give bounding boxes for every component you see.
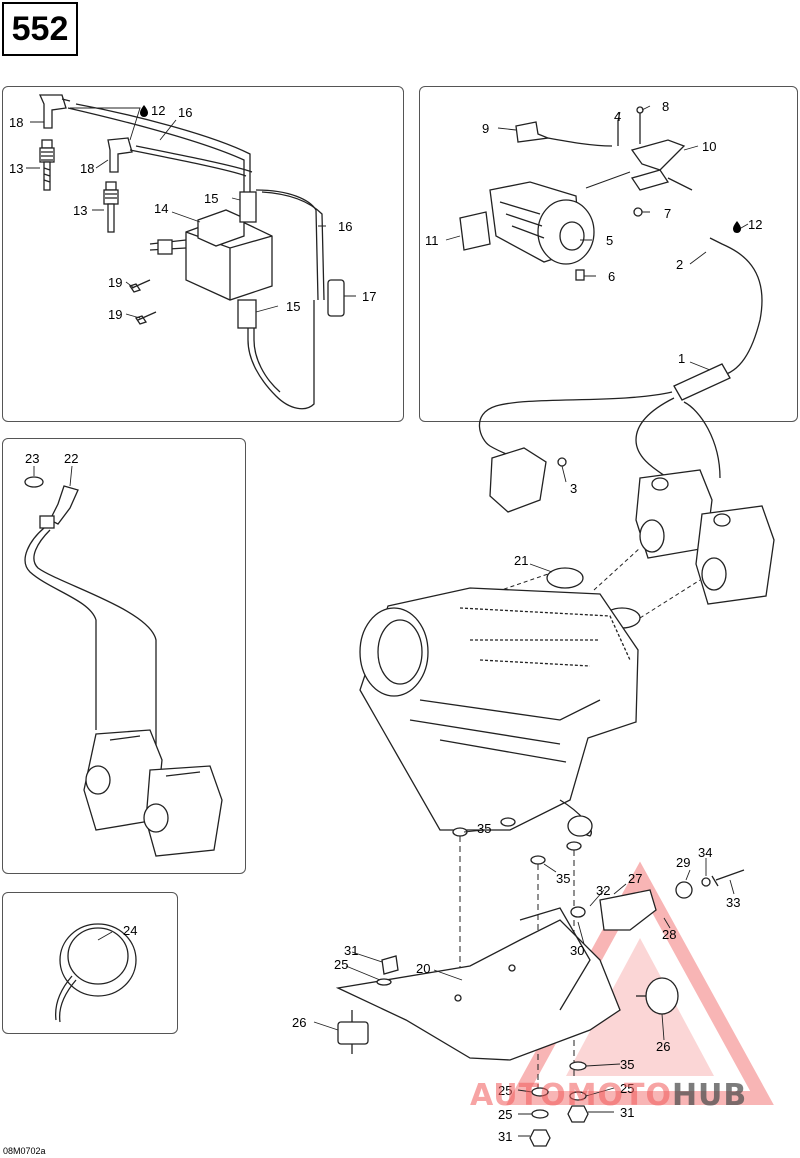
rubber-mount-26a: [337, 1010, 369, 1054]
page-number: 552: [11, 9, 69, 48]
watermark-text: AUTOMOTOHUB: [470, 1078, 747, 1113]
callout-13: 13: [9, 161, 24, 176]
spark-plug-cap-1: [38, 94, 71, 129]
callout-12: 12: [151, 103, 166, 118]
grommet-23: [24, 476, 44, 488]
throttle-sensor-3: [489, 447, 567, 513]
callout-30: 30: [570, 943, 585, 958]
nut-32: [570, 906, 586, 918]
callout-18: 18: [80, 161, 95, 176]
callout-3: 3: [570, 481, 578, 496]
carburetors-main: [635, 469, 775, 605]
callout-27: 27: [628, 871, 643, 886]
pin-8: [636, 106, 644, 144]
callout-17: 17: [362, 289, 377, 304]
callout-34: 34: [698, 845, 713, 860]
clamp-21a: [546, 567, 584, 589]
primer-knob: [54, 923, 137, 1023]
throttle-lever: [630, 139, 693, 191]
callout-26: 26: [292, 1015, 307, 1030]
callout-8: 8: [662, 99, 670, 114]
callout-25: 25: [498, 1083, 513, 1098]
watermark-part2: HUB: [671, 1078, 748, 1113]
callout-23: 23: [25, 451, 40, 466]
screw-19b: [134, 311, 157, 325]
protection-tube: [327, 279, 345, 317]
leader-lines: [26, 105, 749, 1137]
callout-33: 33: [726, 895, 741, 910]
washer-25a: [376, 978, 392, 986]
callout-19: 19: [108, 307, 123, 322]
carburetor-left: [83, 729, 223, 857]
callout-35: 35: [620, 1057, 635, 1072]
callout-14: 14: [154, 201, 169, 216]
callout-15: 15: [286, 299, 301, 314]
panel-throttle: [419, 86, 798, 422]
spark-plug-2: [103, 181, 119, 233]
callout-32: 32: [596, 883, 611, 898]
sensor-cable: [24, 527, 157, 770]
heater-switch: [515, 121, 613, 147]
callout-11: 11: [425, 233, 439, 248]
callout-25: 25: [498, 1107, 513, 1122]
callout-24: 24: [123, 923, 138, 938]
callout-19: 19: [108, 275, 123, 290]
panel-primer: [2, 892, 178, 1034]
nut-31a: [381, 955, 399, 975]
throttle-cable: [478, 237, 763, 479]
callout-31: 31: [620, 1105, 635, 1120]
callout-18: 18: [9, 115, 24, 130]
callout-7: 7: [664, 206, 672, 221]
bushing-29: [675, 881, 693, 899]
callout-35: 35: [477, 821, 492, 836]
watermark-part1: AUTOMOTO: [470, 1078, 672, 1113]
nut-7: [633, 207, 643, 217]
screw-19a: [128, 279, 151, 293]
bolt-33: [711, 869, 745, 887]
spark-plug-cap-2: [107, 137, 133, 173]
callout-4: 4: [614, 109, 622, 124]
ground-wire: [247, 189, 325, 410]
diagram-code: 08M0702a: [3, 1146, 46, 1156]
engine-block: [359, 587, 639, 837]
throttle-cover: [459, 211, 491, 251]
callout-2: 2: [676, 257, 684, 272]
callout-5: 5: [606, 233, 614, 248]
callout-31: 31: [498, 1129, 513, 1144]
callout-26: 26: [656, 1039, 671, 1054]
panel-sensor: [2, 438, 246, 874]
callout-10: 10: [702, 139, 717, 154]
callout-21: 21: [514, 553, 529, 568]
callout-16: 16: [178, 105, 193, 120]
sensor-22: [39, 485, 79, 529]
screw-6: [575, 269, 585, 281]
callout-12: 12: [748, 217, 763, 232]
bracket-27: [599, 889, 657, 931]
callout-29: 29: [676, 855, 691, 870]
callout-20: 20: [416, 961, 431, 976]
callout-31: 31: [344, 943, 359, 958]
callout-25: 25: [334, 957, 349, 972]
callout-16: 16: [338, 219, 353, 234]
page-number-box: 552: [2, 2, 78, 56]
callout-13: 13: [73, 203, 88, 218]
spark-plug-1: [39, 139, 55, 191]
callout-15: 15: [204, 191, 219, 206]
callout-1: 1: [678, 351, 686, 366]
bottom-hardware: [529, 1061, 589, 1147]
callout-9: 9: [482, 121, 490, 136]
callout-6: 6: [608, 269, 616, 284]
callout-35: 35: [556, 871, 571, 886]
callout-28: 28: [662, 927, 677, 942]
engine-support-20: [335, 907, 621, 1061]
callout-22: 22: [64, 451, 79, 466]
washer-34: [701, 877, 711, 887]
panel-ignition: [2, 86, 404, 422]
ignition-coil: [149, 191, 273, 329]
callout-25: 25: [620, 1081, 635, 1096]
throttle-housing: [489, 181, 595, 265]
